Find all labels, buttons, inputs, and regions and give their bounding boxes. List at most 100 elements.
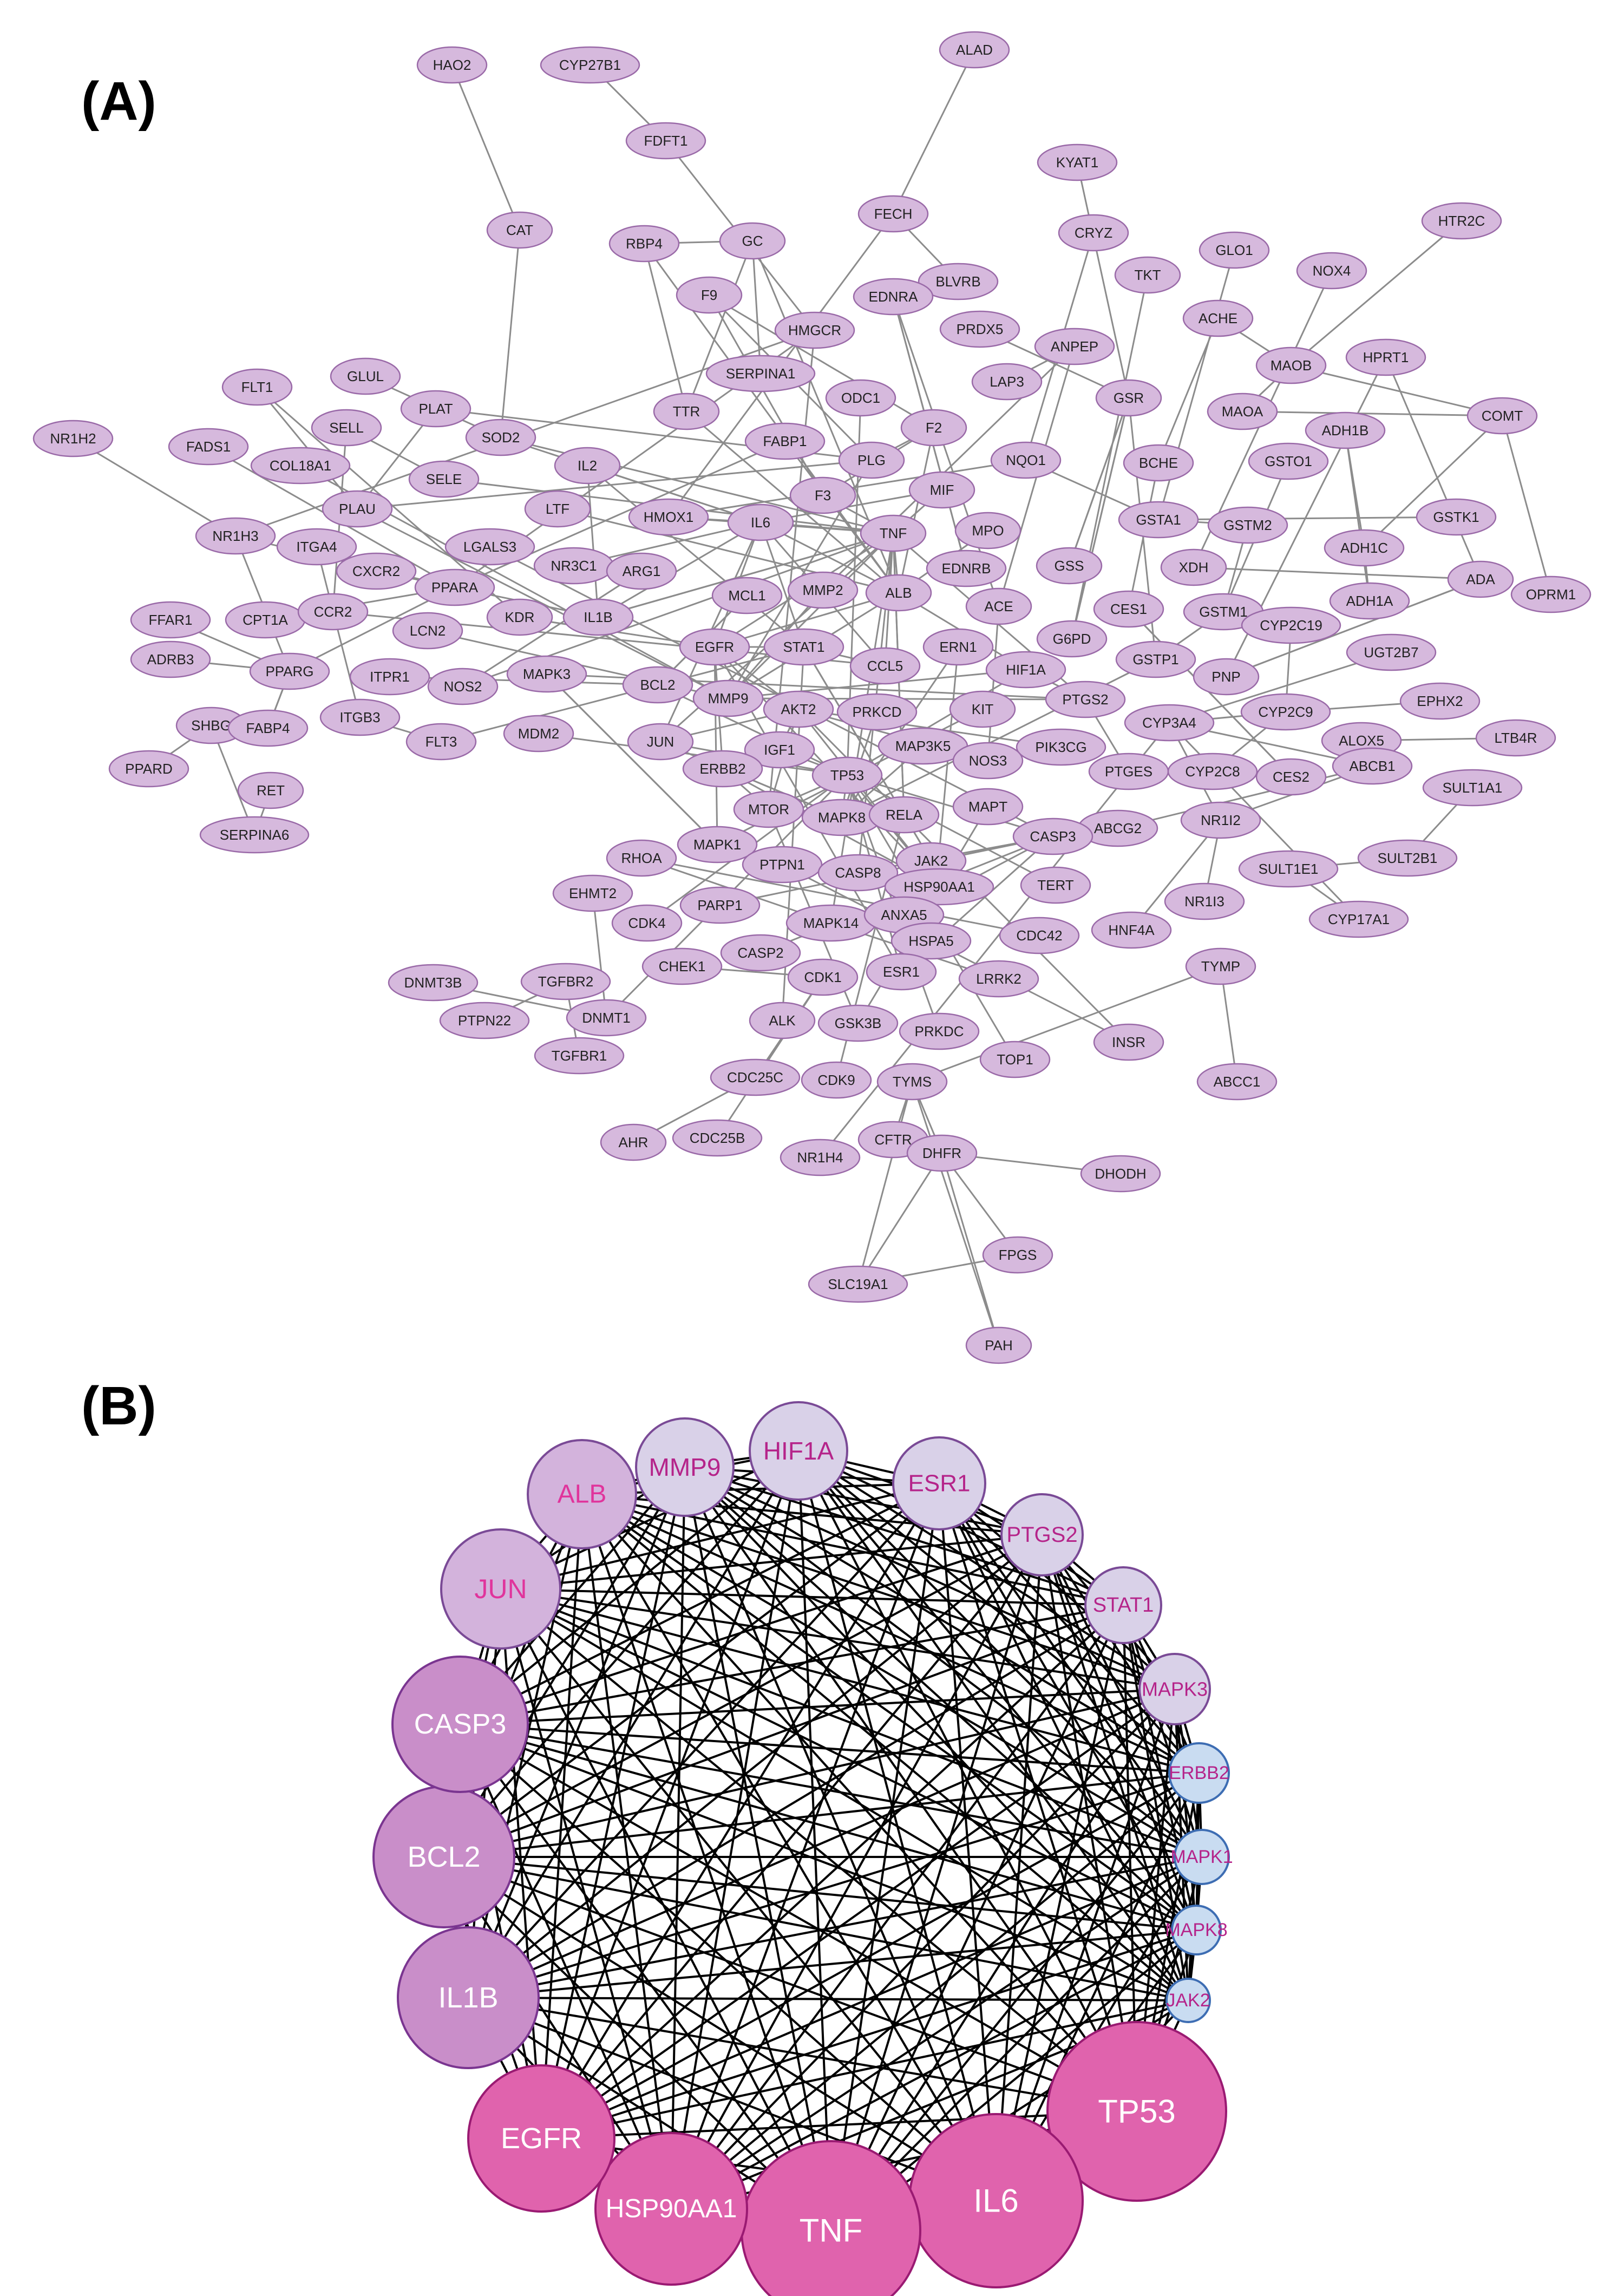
node-fads1[interactable]: FADS1 xyxy=(168,428,249,466)
node-mapk8[interactable]: MAPK8 xyxy=(801,799,882,836)
node-cdc42[interactable]: CDC42 xyxy=(999,917,1080,954)
node-gsta1[interactable]: GSTA1 xyxy=(1118,501,1199,539)
hub-jun[interactable]: JUN xyxy=(440,1528,561,1650)
node-f9[interactable]: F9 xyxy=(676,276,743,314)
node-serpina6[interactable]: SERPINA6 xyxy=(199,816,310,854)
node-nr1h3[interactable]: NR1H3 xyxy=(195,517,276,555)
node-pnp[interactable]: PNP xyxy=(1193,658,1260,696)
node-gstk1[interactable]: GSTK1 xyxy=(1416,498,1497,536)
node-flt3[interactable]: FLT3 xyxy=(405,723,477,761)
node-ptpn22[interactable]: PTPN22 xyxy=(439,1002,530,1039)
node-tkt[interactable]: TKT xyxy=(1114,256,1181,294)
node-lcn2[interactable]: LCN2 xyxy=(392,612,463,650)
node-hao2[interactable]: HAO2 xyxy=(416,46,488,84)
node-ednra[interactable]: EDNRA xyxy=(853,278,934,316)
node-f2[interactable]: F2 xyxy=(900,409,967,447)
node-ccl5[interactable]: CCL5 xyxy=(849,647,921,685)
node-lap3[interactable]: LAP3 xyxy=(971,363,1043,401)
node-g6pd[interactable]: G6PD xyxy=(1036,620,1108,658)
node-mtor[interactable]: MTOR xyxy=(733,790,804,828)
node-nos3[interactable]: NOS3 xyxy=(952,742,1024,780)
node-itgb3[interactable]: ITGB3 xyxy=(319,698,401,736)
node-comt[interactable]: COMT xyxy=(1466,397,1538,435)
node-mmp2[interactable]: MMP2 xyxy=(787,571,859,609)
node-ptges[interactable]: PTGES xyxy=(1088,753,1169,790)
node-ces2[interactable]: CES2 xyxy=(1255,758,1327,796)
node-tert[interactable]: TERT xyxy=(1020,866,1091,904)
node-rbp4[interactable]: RBP4 xyxy=(608,225,680,263)
node-gc[interactable]: GC xyxy=(719,222,786,260)
node-lgals3[interactable]: LGALS3 xyxy=(444,528,535,566)
node-nqo1[interactable]: NQO1 xyxy=(990,441,1062,479)
node-cat[interactable]: CAT xyxy=(486,211,553,249)
node-fabp4[interactable]: FABP4 xyxy=(227,709,309,747)
node-ces1[interactable]: CES1 xyxy=(1093,590,1164,628)
hub-tp53[interactable]: TP53 xyxy=(1046,2021,1227,2202)
node-oprm1[interactable]: OPRM1 xyxy=(1510,575,1592,613)
node-anpep[interactable]: ANPEP xyxy=(1034,328,1115,365)
node-akt2[interactable]: AKT2 xyxy=(763,690,834,728)
node-col18a1[interactable]: COL18A1 xyxy=(250,447,351,485)
node-cdk4[interactable]: CDK4 xyxy=(611,904,683,942)
node-glo1[interactable]: GLO1 xyxy=(1199,231,1270,269)
node-hif1a[interactable]: HIF1A xyxy=(985,651,1066,689)
node-odc1[interactable]: ODC1 xyxy=(825,379,896,417)
node-prkdc[interactable]: PRKDC xyxy=(899,1012,980,1050)
hub-il6[interactable]: IL6 xyxy=(908,2113,1084,2288)
node-casp8[interactable]: CASP8 xyxy=(817,854,899,892)
node-igf1[interactable]: IGF1 xyxy=(744,731,815,769)
hub-mapk1[interactable]: MAPK1 xyxy=(1170,1829,1233,1885)
hub-bcl2[interactable]: BCL2 xyxy=(372,1785,515,1928)
node-kyat1[interactable]: KYAT1 xyxy=(1037,143,1118,181)
hub-jak2[interactable]: JAK2 xyxy=(1165,1978,1211,2023)
node-alk[interactable]: ALK xyxy=(749,1002,816,1039)
node-tyms[interactable]: TYMS xyxy=(876,1063,948,1101)
node-cyp2c9[interactable]: CYP2C9 xyxy=(1240,693,1331,731)
node-esr1[interactable]: ESR1 xyxy=(866,953,937,991)
node-cdc25b[interactable]: CDC25B xyxy=(672,1119,763,1157)
node-map3k5[interactable]: MAP3K5 xyxy=(878,727,968,765)
node-ache[interactable]: ACHE xyxy=(1182,299,1254,337)
node-ttr[interactable]: TTR xyxy=(653,393,720,430)
node-cdc25c[interactable]: CDC25C xyxy=(710,1058,801,1096)
node-cpt1a[interactable]: CPT1A xyxy=(225,601,306,639)
node-mapt[interactable]: MAPT xyxy=(952,788,1024,826)
node-ltb4r[interactable]: LTB4R xyxy=(1475,719,1556,757)
node-il1b[interactable]: IL1B xyxy=(562,598,634,636)
node-adh1b[interactable]: ADH1B xyxy=(1305,411,1386,449)
node-gss[interactable]: GSS xyxy=(1036,547,1103,585)
node-cyp17a1[interactable]: CYP17A1 xyxy=(1308,900,1409,938)
hub-mapk3[interactable]: MAPK3 xyxy=(1138,1653,1211,1725)
node-sult2b1[interactable]: SULT2B1 xyxy=(1357,839,1458,877)
hub-erbb2[interactable]: ERBB2 xyxy=(1168,1742,1230,1804)
node-slc19a1[interactable]: SLC19A1 xyxy=(808,1265,908,1303)
node-egfr[interactable]: EGFR xyxy=(679,628,750,666)
node-erbb2[interactable]: ERBB2 xyxy=(682,750,763,788)
node-cdk9[interactable]: CDK9 xyxy=(801,1061,872,1099)
node-abcb1[interactable]: ABCB1 xyxy=(1332,747,1413,785)
node-dhfr[interactable]: DHFR xyxy=(906,1134,978,1172)
node-ednrb[interactable]: EDNRB xyxy=(926,550,1007,587)
node-ppard[interactable]: PPARD xyxy=(108,750,189,788)
node-hmox1[interactable]: HMOX1 xyxy=(628,498,709,536)
node-fabp1[interactable]: FABP1 xyxy=(744,422,826,460)
node-bche[interactable]: BCHE xyxy=(1123,444,1194,482)
node-lrrk2[interactable]: LRRK2 xyxy=(958,960,1039,998)
node-tp53[interactable]: TP53 xyxy=(811,756,883,794)
node-mapk1[interactable]: MAPK1 xyxy=(677,826,758,864)
node-ptgs2[interactable]: PTGS2 xyxy=(1045,681,1126,718)
node-alad[interactable]: ALAD xyxy=(939,31,1010,69)
node-sele[interactable]: SELE xyxy=(408,460,480,498)
node-kdr[interactable]: KDR xyxy=(486,598,553,636)
node-ephx2[interactable]: EPHX2 xyxy=(1399,682,1481,720)
node-ffar1[interactable]: FFAR1 xyxy=(130,601,211,639)
node-ptpn1[interactable]: PTPN1 xyxy=(742,846,823,884)
node-ahr[interactable]: AHR xyxy=(600,1123,667,1161)
node-tnf[interactable]: TNF xyxy=(860,514,927,552)
node-parp1[interactable]: PARP1 xyxy=(679,886,761,924)
node-ugt2b7[interactable]: UGT2B7 xyxy=(1346,633,1437,671)
node-mapk3[interactable]: MAPK3 xyxy=(506,655,587,693)
node-adh1c[interactable]: ADH1C xyxy=(1324,529,1405,567)
node-il6[interactable]: IL6 xyxy=(727,503,794,541)
node-hsp90aa1[interactable]: HSP90AA1 xyxy=(884,868,994,906)
